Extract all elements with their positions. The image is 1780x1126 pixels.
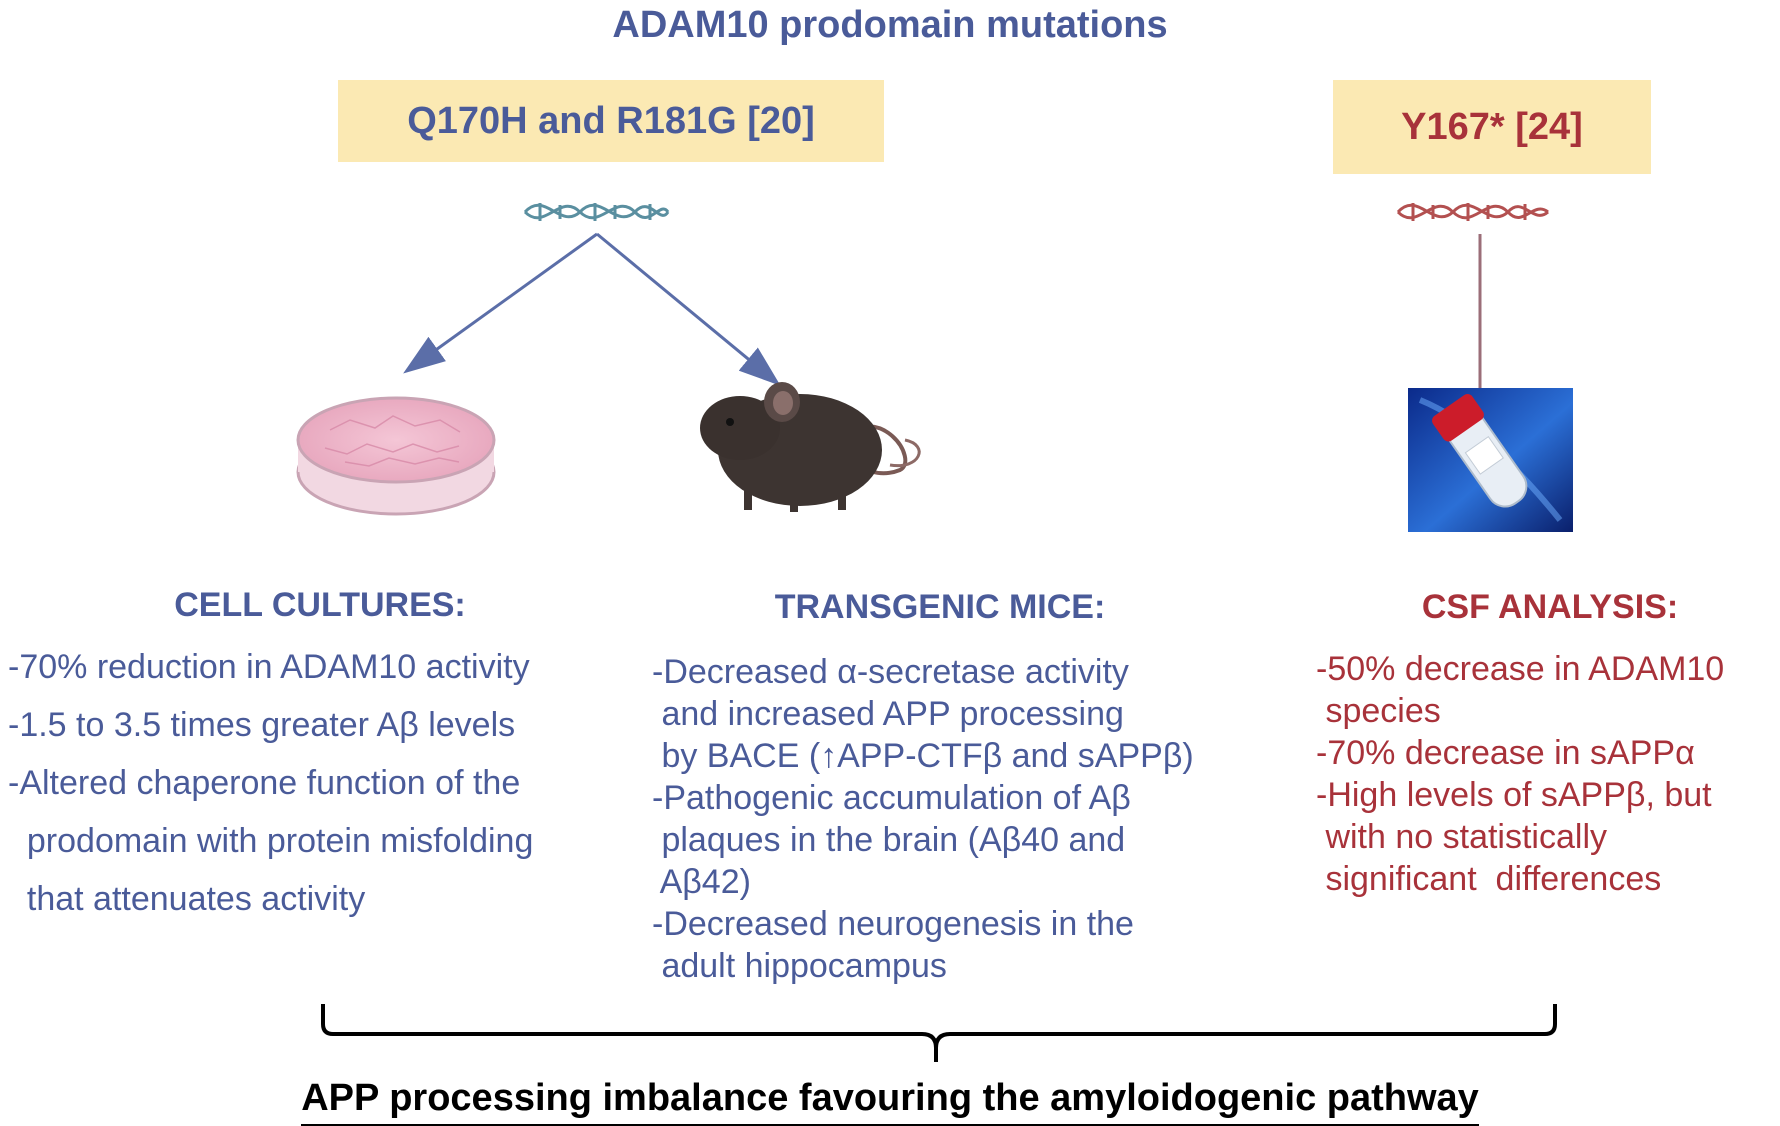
list-item: adult hippocampus	[652, 947, 947, 985]
list-item: significant differences	[1316, 860, 1662, 898]
csf-analysis-heading: CSF ANALYSIS:	[1421, 588, 1679, 626]
list-item: -Pathogenic accumulation of Aβ	[652, 779, 1131, 817]
list-item: with no statistically	[1316, 818, 1607, 856]
list-item: and increased APP processing	[652, 695, 1124, 733]
list-item: -70% reduction in ADAM10 activity	[8, 648, 530, 686]
list-item: species	[1316, 692, 1441, 730]
mutation-box-y167: Y167* [24]	[1333, 80, 1651, 174]
list-item: -Decreased neurogenesis in the	[652, 905, 1134, 943]
transgenic-mice-heading: TRANSGENIC MICE:	[774, 588, 1106, 626]
dna-icon	[523, 203, 670, 221]
test-tube-icon	[1408, 388, 1573, 532]
mutation-label: Y167* [24]	[1401, 106, 1583, 148]
list-item: plaques in the brain (Aβ40 and	[652, 821, 1126, 859]
mutation-label: Q170H and R181G [20]	[407, 100, 815, 142]
bottom-brace	[321, 1004, 1557, 1062]
list-item: -High levels of sAPPβ, but	[1316, 776, 1712, 814]
list-item: -70% decrease in sAPPα	[1316, 734, 1695, 772]
transgenic-mice-text: -Decreased α-secretase activity and incr…	[652, 655, 1194, 991]
petri-dish-icon	[296, 396, 496, 516]
arrow-to-mouse	[596, 232, 781, 386]
list-item: -50% decrease in ADAM10	[1316, 650, 1725, 688]
mutation-box-q170h-r181g: Q170H and R181G [20]	[338, 80, 884, 162]
conclusion-container: APP processing imbalance favouring the a…	[0, 1077, 1780, 1126]
conclusion-text: APP processing imbalance favouring the a…	[301, 1077, 1479, 1126]
cell-cultures-text: -70% reduction in ADAM10 activity -1.5 t…	[8, 650, 533, 940]
list-item: -Decreased α-secretase activity	[652, 653, 1129, 691]
list-item: -1.5 to 3.5 times greater Aβ levels	[8, 706, 516, 744]
arrow-to-cells	[403, 232, 598, 374]
dna-icon	[1396, 203, 1549, 221]
list-item: that attenuates activity	[8, 880, 366, 918]
diagram-title: ADAM10 prodomain mutations	[612, 4, 1168, 46]
list-item: by BACE (↑APP-CTFβ and sAPPβ)	[652, 737, 1194, 775]
list-item: -Altered chaperone function of the	[8, 764, 521, 802]
cell-cultures-heading: CELL CULTURES:	[174, 586, 466, 624]
list-item: Aβ42)	[652, 863, 751, 901]
mouse-icon	[700, 382, 921, 512]
csf-analysis-text: -50% decrease in ADAM10 species -70% dec…	[1316, 652, 1724, 904]
list-item: prodomain with protein misfolding	[8, 822, 534, 860]
